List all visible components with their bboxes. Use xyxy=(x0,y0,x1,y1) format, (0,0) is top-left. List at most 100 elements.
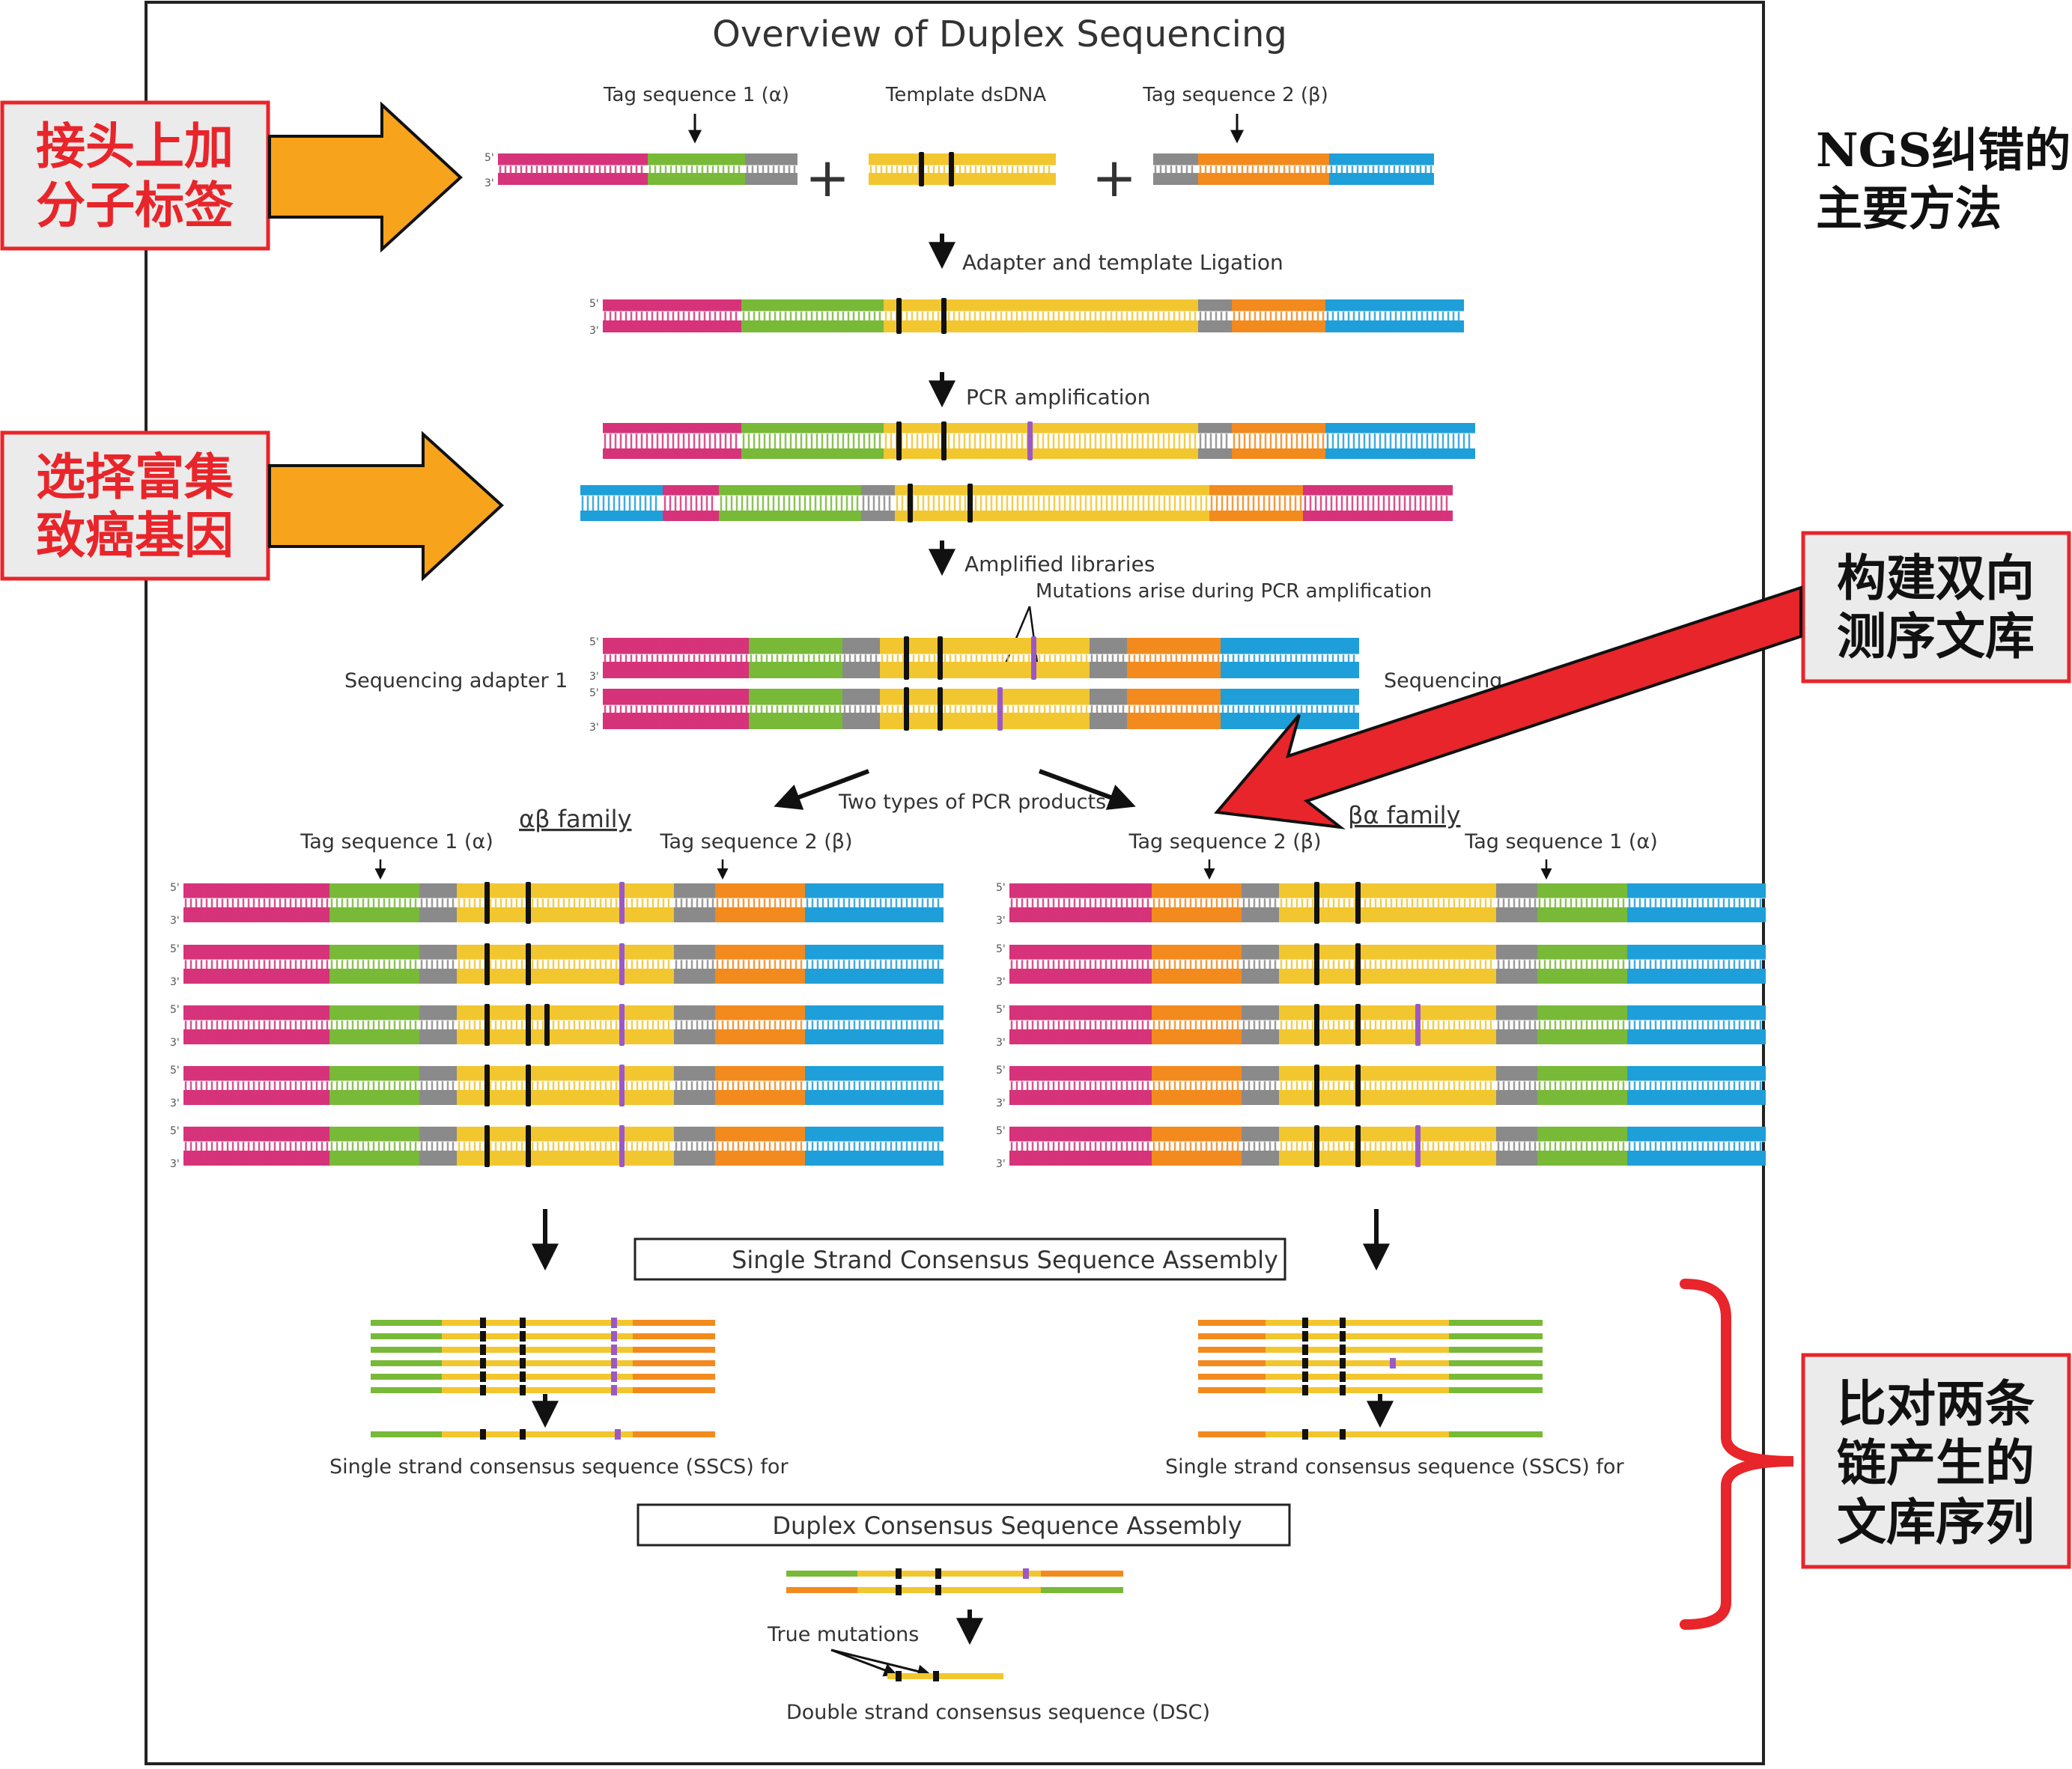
sscs-left-input-3 xyxy=(371,1345,715,1355)
svg-text:5': 5' xyxy=(170,1004,180,1016)
svg-text:5': 5' xyxy=(170,943,180,955)
ba-family-label: βα family xyxy=(1348,801,1460,829)
sscs-right-input-2 xyxy=(1198,1331,1543,1342)
svg-text:5': 5' xyxy=(996,1004,1006,1016)
svg-text:5': 5' xyxy=(589,687,599,699)
page-title: Overview of Duplex Sequencing xyxy=(712,13,1287,55)
svg-text:5': 5' xyxy=(170,882,180,894)
callout-build-lib-arrow xyxy=(1214,585,1802,829)
step-pcr-label: PCR amplification xyxy=(966,385,1150,409)
svg-text:3': 3' xyxy=(170,1097,180,1109)
arrow-to-ab-family xyxy=(774,769,870,810)
svg-text:3': 3' xyxy=(996,1037,1006,1049)
svg-text:3': 3' xyxy=(589,722,599,734)
sscs-right-input-5 xyxy=(1198,1371,1543,1382)
two-types-label: Two types of PCR products xyxy=(838,791,1106,814)
true-mutation-pointer-2 xyxy=(830,1648,932,1678)
plus-sign-2: + xyxy=(1092,146,1137,209)
svg-text:5': 5' xyxy=(589,298,599,310)
svg-text:3': 3' xyxy=(589,671,599,683)
step-amplified-label: Amplified libraries xyxy=(964,552,1155,576)
svg-text:5': 5' xyxy=(996,1065,1006,1077)
svg-text:5': 5' xyxy=(170,1125,180,1137)
ba-family-row-2: 5'3' xyxy=(996,943,1766,988)
tag2-top-label: Tag sequence 2 (β) xyxy=(1142,84,1328,106)
sscs-right-input-6 xyxy=(1198,1385,1543,1395)
ba-family-row-5: 5'3' xyxy=(996,1125,1766,1170)
adapter-alpha: 5'3' xyxy=(484,152,797,189)
svg-text:3': 3' xyxy=(996,1158,1006,1170)
callout-compare-brace xyxy=(1680,1279,1794,1630)
callout-add-tags-line-1: 接头上加 xyxy=(36,117,234,175)
callout-add-tags-line-2: 分子标签 xyxy=(36,176,234,234)
callout-build-lib-box xyxy=(1801,531,2071,683)
svg-text:5': 5' xyxy=(170,1065,180,1077)
ab-family-row-1: 5' 3' xyxy=(170,882,944,927)
svg-text:3': 3' xyxy=(170,1158,180,1170)
svg-text:5': 5' xyxy=(589,636,599,648)
dcs-input-bottom xyxy=(786,1585,1123,1595)
step-ligation-label: Adapter and template Ligation xyxy=(962,250,1283,275)
callout-build-lib-line-1: 构建双向 xyxy=(1837,549,2035,607)
ngs-title-line-2: 主要方法 xyxy=(1816,181,2002,236)
dcs-input-top xyxy=(786,1568,1123,1579)
ab-family-row-4: 5' 3' xyxy=(170,1065,944,1109)
callout-add-tags-arrow xyxy=(268,101,463,253)
arrow-to-ba-family xyxy=(1038,769,1136,810)
dsc-label: Double strand consensus sequence (DSC) xyxy=(786,1701,1210,1724)
pcr-strand-bottom xyxy=(580,484,1453,523)
seq-adapter-1-label: Sequencing adapter 1 xyxy=(344,669,568,692)
ligated-product: 5' 3' xyxy=(589,298,1464,337)
ab-tag-left-label: Tag sequence 1 (α) xyxy=(300,830,493,853)
svg-text:3': 3' xyxy=(170,976,180,988)
sscs-left-input-4 xyxy=(371,1358,715,1368)
template-label: Template dsDNA xyxy=(885,84,1046,106)
tag1-top-label: Tag sequence 1 (α) xyxy=(603,84,789,106)
sscs-left-input-6 xyxy=(371,1385,715,1395)
ab-tag-right-label: Tag sequence 2 (β) xyxy=(659,830,852,853)
callout-compare-line-1: 比对两条 xyxy=(1837,1374,2035,1433)
template-dsdna xyxy=(869,152,1056,186)
callout-enrich-line-1: 选择富集 xyxy=(36,448,234,506)
sscs-left-input-5 xyxy=(371,1371,715,1382)
svg-text:3': 3' xyxy=(170,915,180,927)
sscs-right-input-4 xyxy=(1198,1358,1543,1368)
sscs-left-label: Single strand consensus sequence (SSCS) … xyxy=(329,1455,789,1479)
sscs-right-output xyxy=(1198,1429,1543,1440)
sscs-assembly-box xyxy=(634,1237,1286,1281)
seq-adapter-2-label: Sequencing xyxy=(1384,669,1502,692)
sscs-left-input-2 xyxy=(371,1331,715,1342)
true-mutations-label: True mutations xyxy=(767,1623,919,1646)
adapter-beta xyxy=(1153,153,1434,185)
plus-sign-1: + xyxy=(805,146,850,209)
svg-text:5': 5' xyxy=(996,882,1006,894)
svg-text:3': 3' xyxy=(170,1037,180,1049)
callout-compare-box xyxy=(1801,1353,2071,1569)
svg-text:3': 3' xyxy=(589,325,599,337)
diagram-frame xyxy=(145,1,1765,1765)
amplified-library-2: 5' 3' xyxy=(589,687,1359,734)
sscs-right-input-3 xyxy=(1198,1345,1543,1355)
sscs-left-input-1 xyxy=(371,1318,715,1328)
dcs-assembly-box xyxy=(637,1503,1291,1547)
callout-enrich-line-2: 致癌基因 xyxy=(36,506,234,564)
pcr-strand-top xyxy=(603,421,1475,460)
sscs-assembly-label: Single Strand Consensus Sequence Assembl… xyxy=(732,1246,1278,1274)
callout-enrich-arrow xyxy=(268,430,504,582)
dsc-final xyxy=(887,1671,1003,1681)
ba-tag-left-label: Tag sequence 2 (β) xyxy=(1128,830,1321,853)
amplified-library-1: 5' 3' xyxy=(589,636,1359,683)
ab-family-row-3: 5' 3' xyxy=(170,1004,944,1049)
ab-family-label: αβ family xyxy=(519,805,631,833)
callout-compare-line-3: 文库序列 xyxy=(1837,1493,2035,1551)
svg-text:3': 3' xyxy=(996,915,1006,927)
true-mutation-pointer-1 xyxy=(830,1648,898,1677)
ab-family-row-5: 5' 3' xyxy=(170,1125,944,1170)
svg-text:3': 3' xyxy=(996,976,1006,988)
dcs-assembly-label: Duplex Consensus Sequence Assembly xyxy=(772,1511,1242,1540)
sscs-left-output xyxy=(371,1429,715,1440)
mutations-label: Mutations arise during PCR amplification xyxy=(1036,580,1432,603)
callout-build-lib-line-2: 测序文库 xyxy=(1837,607,2035,666)
sscs-right-label: Single strand consensus sequence (SSCS) … xyxy=(1165,1455,1624,1479)
